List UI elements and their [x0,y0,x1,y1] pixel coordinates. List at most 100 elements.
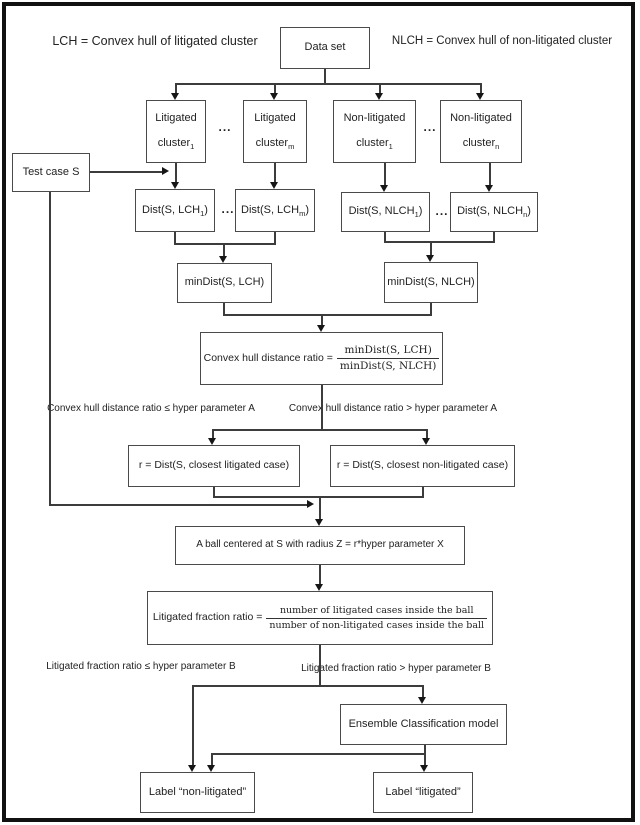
cluster-name-label: cluster1 [356,136,393,152]
arrowhead-down [315,584,323,591]
cluster-type-label: Non-litigated [450,112,512,125]
arrowhead-down [219,256,227,263]
ball-box: A ball centered at S with radius Z = r*h… [175,526,465,565]
connector [274,83,276,94]
ellipsis: ... [435,204,449,218]
fraction-ratio-label: Litigated fraction ratio = [152,611,263,624]
connector [424,745,426,755]
dist-lch-m-box: Dist(S, LCHm) [235,189,315,232]
connector [384,163,386,186]
arrowhead-down [418,697,426,704]
connector [274,163,276,183]
connector [175,83,177,94]
branch-a-left-label: Convex hull distance ratio ≤ hyper param… [47,403,255,414]
label-litigated-text: Label “litigated” [385,785,461,798]
connector [321,314,323,325]
connector [174,232,176,245]
connector [480,83,482,94]
connector [424,753,426,765]
connector [430,241,432,255]
connector [379,83,381,94]
connector [213,487,215,498]
cluster-type-label: Non-litigated [343,112,406,125]
connector [274,232,276,245]
hull-ratio-fraction: minDist(S, LCH) minDist(S, NLCH) [336,344,440,373]
ellipsis: ... [423,120,437,134]
mindist-nlch-label: minDist(S, NLCH) [387,275,475,288]
arrowhead-down [317,325,325,332]
nonlitigated-cluster-1-box: Non-litigated cluster1 [333,100,416,163]
connector [223,303,225,316]
legend-nlch: NLCH = Convex hull of non-litigated clus… [391,35,613,47]
arrowhead-down [375,93,383,100]
legend-lch: LCH = Convex hull of litigated cluster [52,34,258,48]
arrowhead-down [207,765,215,772]
hull-ratio-label: Convex hull distance ratio = [203,351,333,364]
connector [211,753,426,755]
connector [192,685,424,687]
arrowhead-right [162,167,169,175]
test-case-label: Test case S [22,165,80,178]
connector [175,83,481,85]
r-nonlitigated-label: r = Dist(S, closest non-litigated case) [336,459,509,472]
ellipsis: ... [218,120,232,134]
fraction-ratio-box: Litigated fraction ratio = number of lit… [147,591,493,645]
cluster-name-label: cluster1 [157,136,195,152]
connector [321,385,323,431]
fraction-numerator: number of litigated cases inside the bal… [266,605,488,619]
connector [49,192,51,506]
arrowhead-down [270,182,278,189]
nonlitigated-cluster-n-box: Non-litigated clustern [440,100,522,163]
r-nonlitigated-box: r = Dist(S, closest non-litigated case) [330,445,515,487]
arrowhead-down [380,185,388,192]
fraction-ratio-fraction: number of litigated cases inside the bal… [266,605,488,632]
connector [223,314,432,316]
ensemble-model-label: Ensemble Classification model [348,717,499,730]
connector [212,429,428,431]
fraction-numerator: minDist(S, LCH) [336,344,440,359]
dist-label: Dist(S, NLCH1) [348,205,423,220]
arrowhead-down [208,438,216,445]
connector [493,232,495,243]
branch-b-right-label: Litigated fraction ratio > hyper paramet… [301,663,491,674]
data-set-label: Data set [304,41,346,54]
arrowhead-down [485,185,493,192]
litigated-cluster-m-box: Litigated clusterm [243,100,307,163]
arrowhead-down [315,519,323,526]
dist-label: Dist(S, LCHm) [241,203,309,218]
arrowhead-down [188,765,196,772]
connector [422,685,424,697]
label-nonlitigated-box: Label “non-litigated” [140,772,255,813]
mindist-lch-label: minDist(S, LCH) [184,276,265,289]
fraction-denominator: minDist(S, NLCH) [339,360,437,372]
branch-a-right-label: Convex hull distance ratio > hyper param… [288,403,498,414]
cluster-type-label: Litigated [254,112,296,125]
label-nonlitigated-text: Label “non-litigated” [148,785,247,798]
connector [213,496,424,498]
data-set-box: Data set [280,27,370,69]
connector [223,243,225,256]
arrowhead-down [476,93,484,100]
ellipsis: ... [221,202,235,216]
connector [212,429,214,438]
r-litigated-label: r = Dist(S, closest litigated case) [138,459,290,472]
arrowhead-down [171,182,179,189]
cluster-type-label: Litigated [155,112,197,125]
branch-b-left-label: Litigated fraction ratio ≤ hyper paramet… [46,661,236,672]
arrowhead-down [422,438,430,445]
connector [319,496,321,519]
hull-ratio-box: Convex hull distance ratio = minDist(S, … [200,332,443,385]
connector [489,163,491,186]
connector [175,163,177,183]
connector [174,243,276,245]
dist-lch-1-box: Dist(S, LCH1) [135,189,215,232]
label-litigated-box: Label “litigated” [373,772,473,813]
ball-label: A ball centered at S with radius Z = r*h… [196,539,444,551]
connector [192,685,194,765]
mindist-nlch-box: minDist(S, NLCH) [384,262,478,303]
cluster-name-label: clustern [462,136,500,152]
connector [49,504,307,506]
connector [324,69,326,83]
dist-nlch-n-box: Dist(S, NLCHn) [450,192,538,232]
